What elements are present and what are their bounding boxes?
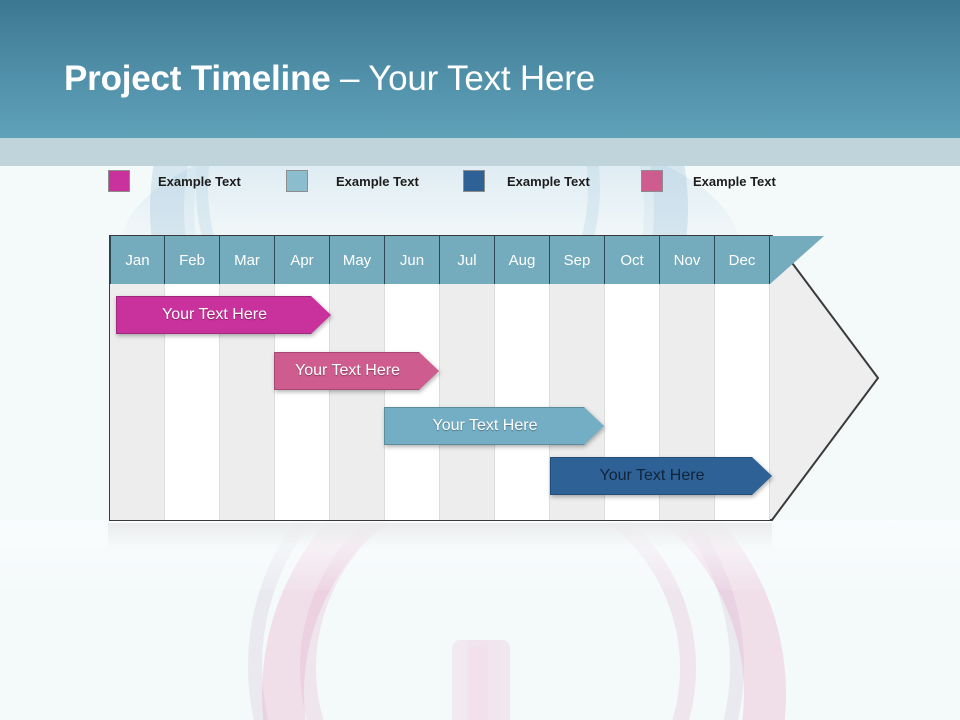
month-column-aug: Aug (495, 236, 550, 520)
gantt-bar-2-label: Your Text Here (295, 362, 400, 379)
legend-label-1: Example Text (158, 173, 241, 189)
grid-cell-dec (715, 284, 770, 520)
gantt-bar-2-shape (274, 352, 439, 390)
month-header-jul: Jul (440, 236, 495, 284)
month-header-sep: Sep (550, 236, 605, 284)
gantt-bar-3-shape (384, 407, 604, 445)
month-header-nov: Nov (660, 236, 715, 284)
month-column-mar: Mar (220, 236, 275, 520)
legend-swatch-light-blue (286, 170, 308, 192)
legend-item-4[interactable]: Example Text (641, 169, 776, 193)
gantt-bar-4[interactable]: Your Text Here (550, 457, 772, 495)
grid-cell-mar (220, 284, 275, 520)
month-header-may: May (330, 236, 385, 284)
legend: Example Text Example Text Example Text E… (108, 169, 848, 193)
page-title-rest: – Your Text Here (330, 59, 595, 98)
gantt-bar-2[interactable]: Your Text Here (274, 352, 439, 390)
legend-swatch-magenta (108, 170, 130, 192)
legend-label-3: Example Text (507, 173, 590, 189)
month-header-jun: Jun (385, 236, 440, 284)
month-column-jan: Jan (110, 236, 165, 520)
legend-label-4: Example Text (693, 173, 776, 189)
page-title: Project Timeline – Your Text Here (64, 58, 595, 100)
header-subband (0, 138, 960, 166)
gantt-bar-1-label: Your Text Here (162, 306, 267, 323)
grid-cell-nov (660, 284, 715, 520)
legend-label-2: Example Text (336, 173, 419, 189)
month-header-aug: Aug (495, 236, 550, 284)
grid-cell-jan (110, 284, 165, 520)
gantt-bar-4-label: Your Text Here (599, 467, 705, 484)
gantt-bar-4-shape (550, 457, 772, 495)
month-column-feb: Feb (165, 236, 220, 520)
legend-item-2[interactable]: Example Text (286, 169, 419, 193)
chart-reflection (108, 523, 772, 549)
month-column-jul: Jul (440, 236, 495, 520)
magnifier-handle-highlight (468, 646, 488, 720)
legend-swatch-dark-blue (463, 170, 485, 192)
month-header-mar: Mar (220, 236, 275, 284)
legend-item-1[interactable]: Example Text (108, 169, 241, 193)
month-header-apr: Apr (275, 236, 330, 284)
grid-cell-sep (550, 284, 605, 520)
grid-cell-feb (165, 284, 220, 520)
legend-item-3[interactable]: Example Text (463, 169, 590, 193)
grid-cell-oct (605, 284, 660, 520)
grid-cell-jul (440, 284, 495, 520)
month-header-feb: Feb (165, 236, 220, 284)
page-title-bold: Project Timeline (64, 59, 331, 98)
header-band (0, 0, 960, 138)
magnifier-handle-graphic (452, 640, 510, 720)
gantt-bar-3[interactable]: Your Text Here (384, 407, 604, 445)
grid-cell-aug (495, 284, 550, 520)
gantt-chart: Jan Feb Mar Apr May Jun Jul Aug (108, 234, 880, 522)
gantt-bar-1[interactable]: Your Text Here (116, 296, 331, 334)
grid-cell-apr (275, 284, 330, 520)
month-header-oct: Oct (605, 236, 660, 284)
month-header-dec: Dec (715, 236, 770, 284)
legend-swatch-pink (641, 170, 663, 192)
gantt-bar-1-shape (116, 296, 331, 334)
month-header-jan: Jan (110, 236, 165, 284)
gantt-bar-3-label: Your Text Here (432, 417, 538, 434)
grid-cell-jun (385, 284, 440, 520)
grid-cell-may (330, 284, 385, 520)
